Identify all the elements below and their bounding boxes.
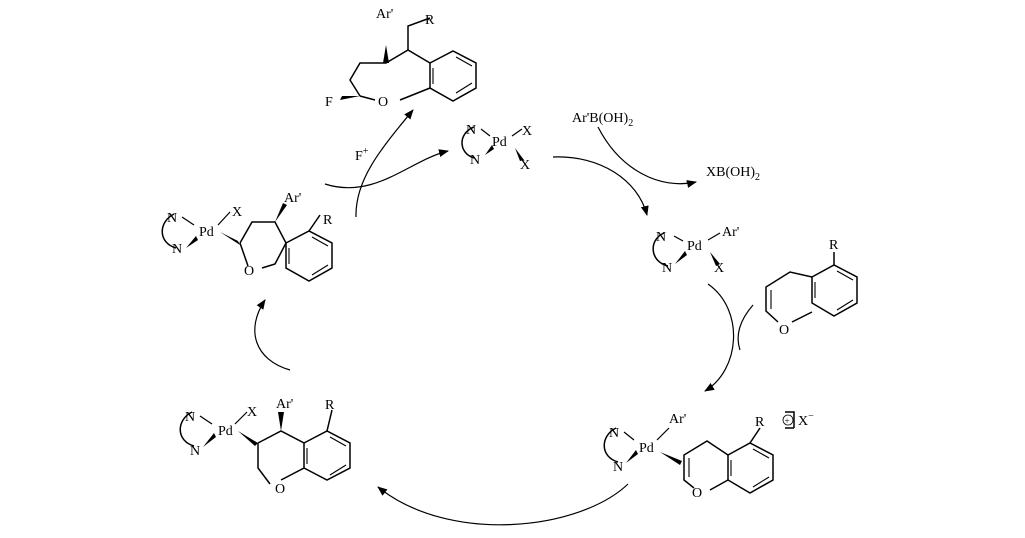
pd-alkyl-intermediate: N N Pd X Ar' R O xyxy=(179,397,351,497)
nitrogen-label: N xyxy=(185,410,195,425)
nitrogen-label: N xyxy=(613,460,623,475)
pd-benzylic-intermediate: N N Pd X Ar' R O xyxy=(161,191,333,282)
r-label: R xyxy=(829,238,839,253)
r-label: R xyxy=(425,13,435,28)
r-label: R xyxy=(755,415,765,430)
nitrogen-label: N xyxy=(466,123,476,138)
nitrogen-label: N xyxy=(190,444,200,459)
oxygen-label: O xyxy=(779,323,789,338)
counterion-label: X− xyxy=(798,411,814,429)
pd-dihalide-complex: N N Pd X X xyxy=(461,123,532,173)
halide-label: X xyxy=(520,158,530,173)
halide-label: X xyxy=(714,261,724,276)
oxygen-label: O xyxy=(378,95,388,110)
cycle-arrows xyxy=(254,109,754,526)
palladium-label: Pd xyxy=(218,424,233,439)
nitrogen-label: N xyxy=(662,261,672,276)
nitrogen-label: N xyxy=(172,242,182,257)
fluorine-cation-label: F+ xyxy=(355,146,369,164)
fluorine-label: F xyxy=(325,95,333,110)
halide-label: X xyxy=(232,205,242,220)
borate-byproduct-label: XB(OH)2 xyxy=(706,165,760,183)
palladium-label: Pd xyxy=(492,135,507,150)
oxygen-label: O xyxy=(244,264,254,279)
pd-chromene-pi-complex: N N Pd Ar' R O + X− xyxy=(603,411,814,501)
pd-aryl-halide-complex: N N Pd Ar' X xyxy=(652,225,739,276)
palladium-label: Pd xyxy=(687,239,702,254)
halide-label: X xyxy=(247,405,257,420)
arylboronic-acid-label: Ar'B(OH)2 xyxy=(572,111,633,129)
fluorinated-chroman-product: Ar' R O F xyxy=(325,7,477,110)
aryl-label: Ar' xyxy=(276,397,293,412)
cation-charge-label: + xyxy=(785,416,790,426)
aryl-label: Ar' xyxy=(722,225,739,240)
chromene-substrate: R O xyxy=(765,238,858,338)
nitrogen-label: N xyxy=(656,230,666,245)
aryl-label: Ar' xyxy=(284,191,301,206)
oxygen-label: O xyxy=(692,486,702,501)
nitrogen-label: N xyxy=(167,211,177,226)
oxygen-label: O xyxy=(275,482,285,497)
aryl-label: Ar' xyxy=(669,412,686,427)
nitrogen-label: N xyxy=(470,153,480,168)
ar-label: Ar' xyxy=(376,7,393,22)
r-label: R xyxy=(325,398,335,413)
r-label: R xyxy=(323,213,333,228)
palladium-label: Pd xyxy=(199,225,214,240)
halide-label: X xyxy=(522,124,532,139)
palladium-label: Pd xyxy=(639,441,654,456)
nitrogen-label: N xyxy=(609,426,619,441)
